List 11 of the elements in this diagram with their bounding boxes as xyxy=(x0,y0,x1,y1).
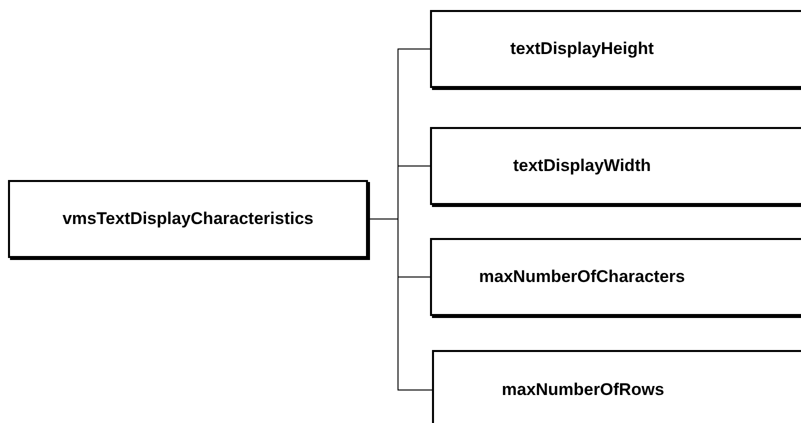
process-box xyxy=(432,350,801,423)
process-box xyxy=(430,238,801,316)
box-label: textDisplayWidth xyxy=(513,156,651,176)
process-box xyxy=(430,10,801,88)
box-label: vmsTextDisplayCharacteristics xyxy=(62,209,314,229)
process-box xyxy=(8,180,368,258)
box-label: maxNumberOfCharacters xyxy=(479,267,685,287)
process-box xyxy=(430,127,801,205)
box-label: maxNumberOfRows xyxy=(502,380,664,400)
connector-line xyxy=(370,218,432,390)
box-label: textDisplayHeight xyxy=(510,39,654,59)
